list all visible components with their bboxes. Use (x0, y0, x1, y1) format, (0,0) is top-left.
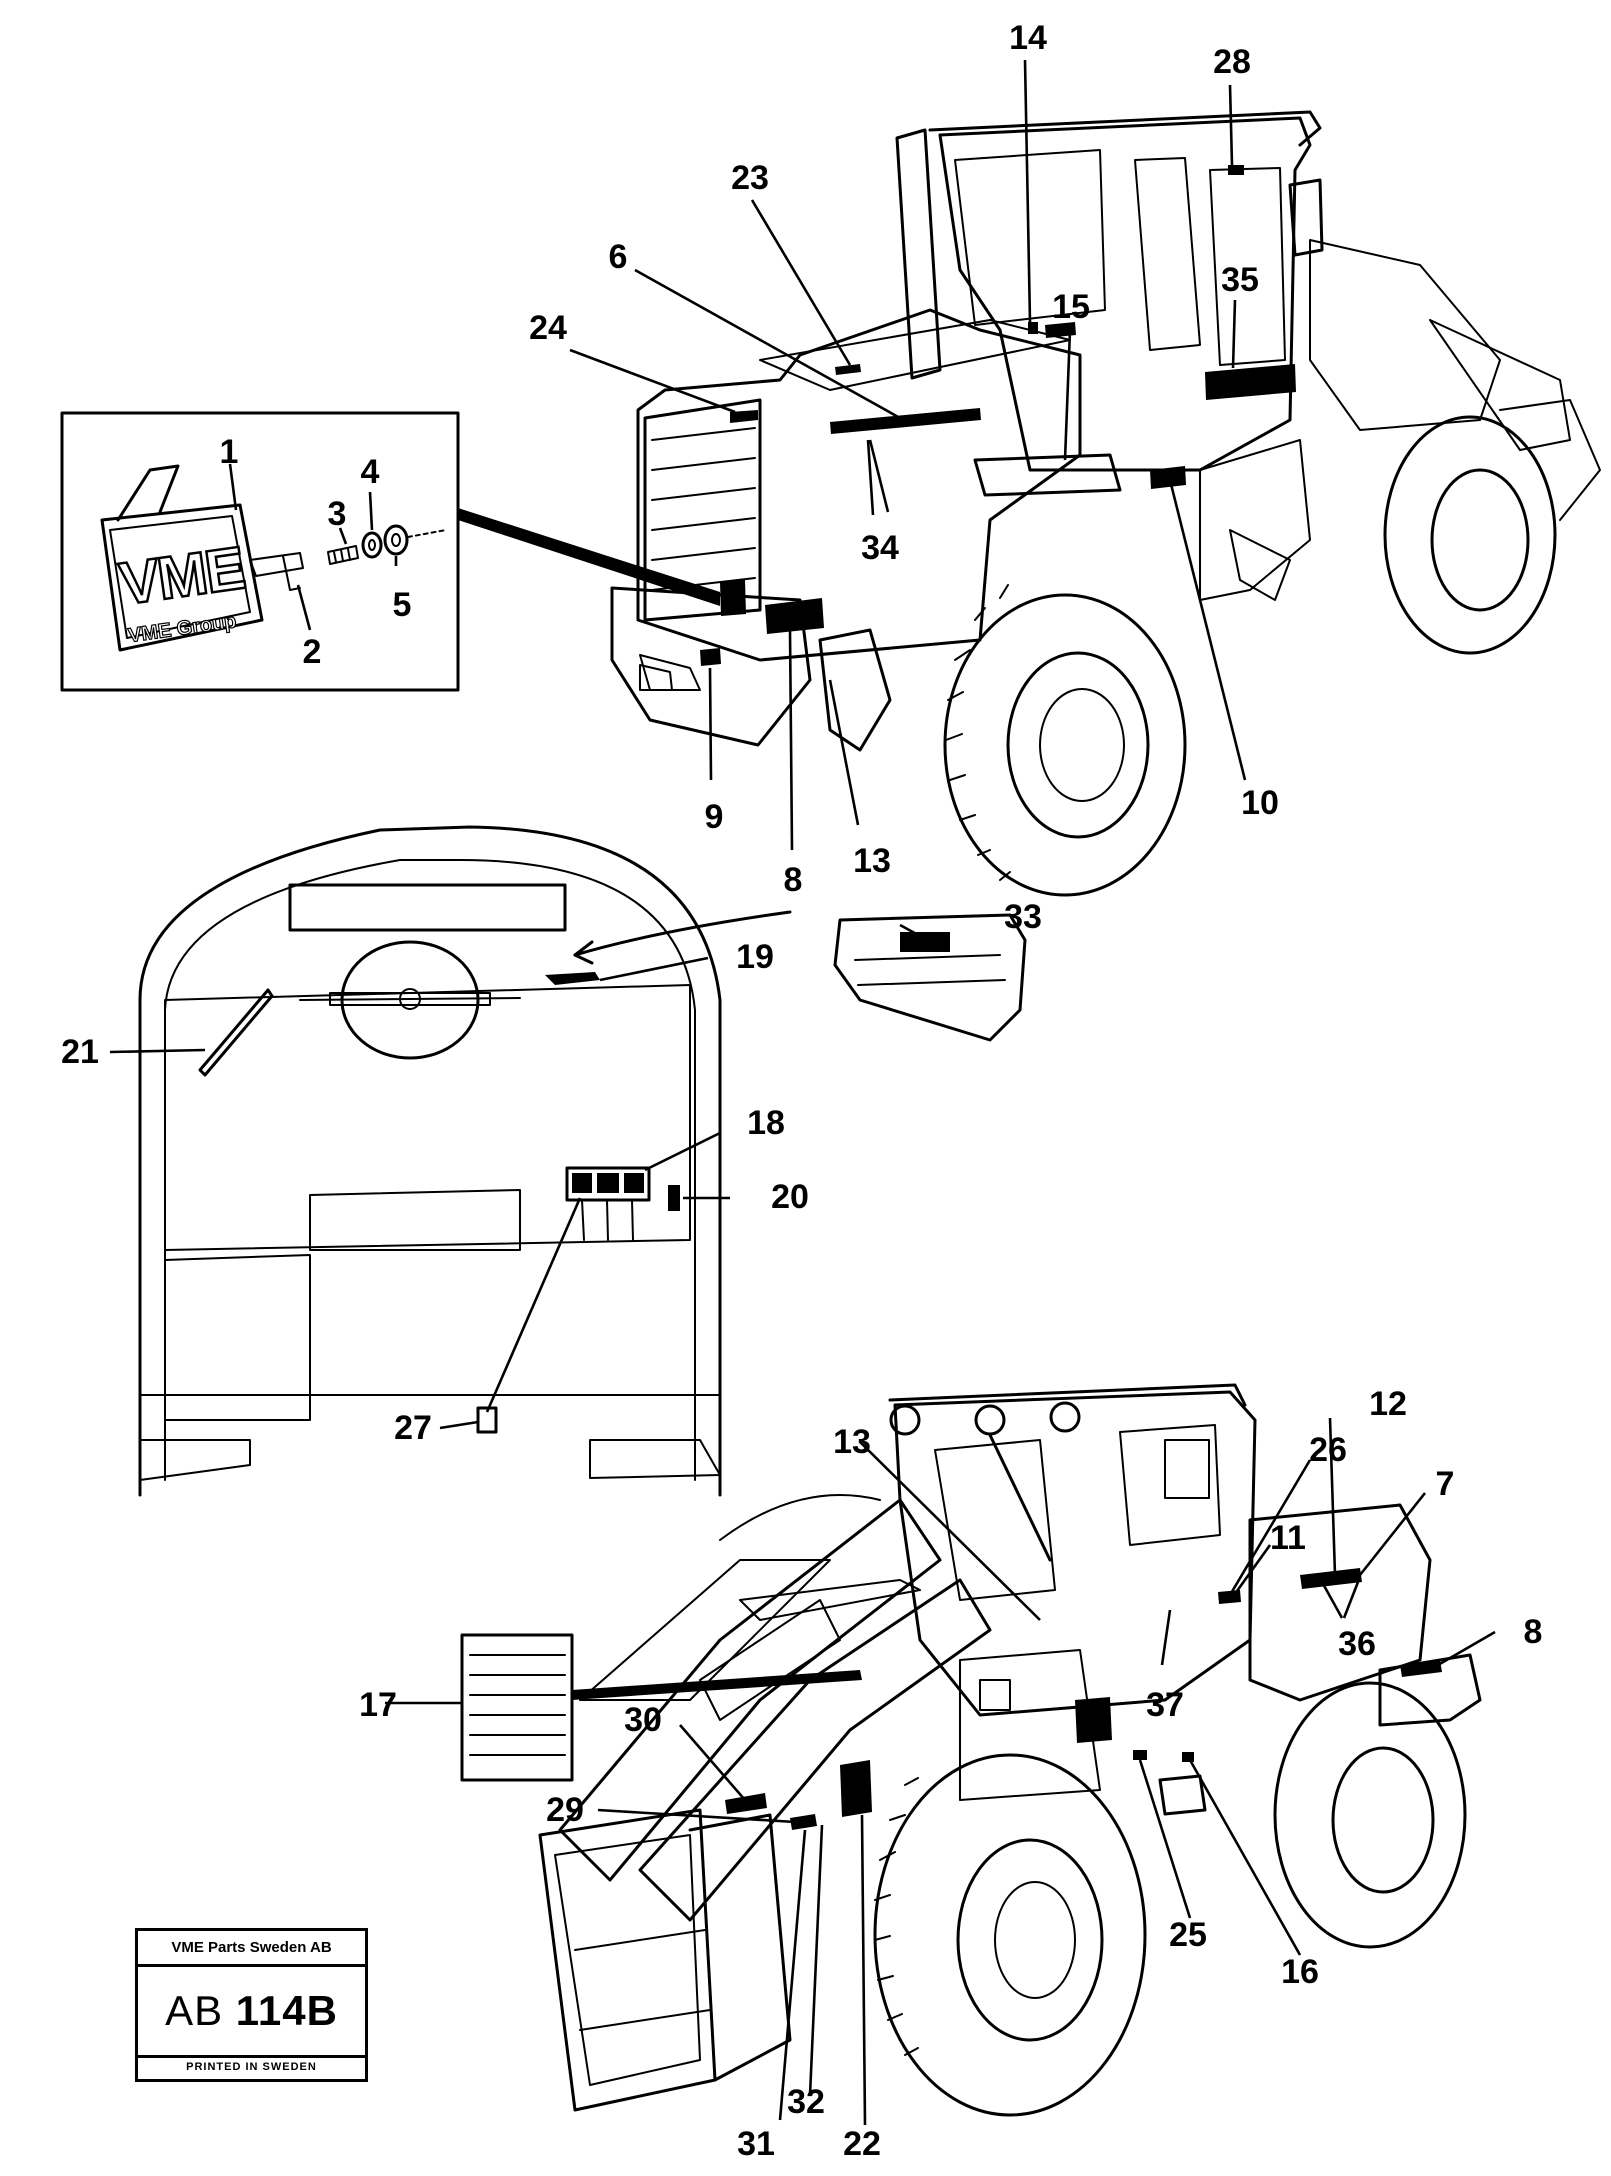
decal-22 (840, 1760, 872, 1817)
callout-12: 12 (1369, 1385, 1407, 1423)
callout-11: 11 (1270, 1519, 1306, 1557)
callout-3: 3 (327, 495, 347, 533)
callout-17: 17 (359, 1686, 397, 1724)
callout-2: 2 (302, 633, 322, 671)
callout-35: 35 (1221, 261, 1259, 299)
callout-32: 32 (787, 2083, 825, 2121)
svg-text:VME Group: VME Group (127, 610, 238, 647)
decal-20 (668, 1185, 680, 1211)
callout-34: 34 (861, 529, 899, 567)
decal-6 (830, 408, 981, 434)
svg-text:VME: VME (115, 534, 247, 618)
loader-front-view (385, 1383, 1496, 2126)
decal-37-block (1075, 1697, 1112, 1743)
vme-logo-lettering: VME VME Group (114, 533, 249, 648)
decal-24 (730, 410, 758, 423)
cab-interior-view (109, 825, 1027, 1497)
decal-23 (835, 364, 861, 375)
callout-14: 14 (1009, 19, 1047, 57)
callout-33: 33 (1004, 898, 1042, 936)
callout-21: 21 (61, 1033, 99, 1071)
callout-7: 7 (1435, 1465, 1455, 1503)
decal-29 (790, 1814, 817, 1830)
callout-30: 30 (624, 1701, 662, 1739)
reference-code-suffix: B (306, 1987, 338, 2034)
reference-code: AB 114B (138, 1967, 365, 2058)
callout-19: 19 (736, 938, 774, 976)
decal-25 (1133, 1750, 1147, 1760)
callout-23: 23 (731, 159, 769, 197)
decal-28 (1228, 165, 1244, 175)
reference-code-number: 114 (235, 1987, 307, 2034)
callout-13-top: 13 (853, 842, 891, 880)
inset-connector (458, 508, 720, 606)
decal-27 (476, 1406, 498, 1434)
decal-30 (725, 1793, 767, 1814)
callout-24: 24 (529, 309, 567, 347)
callout-5: 5 (392, 586, 412, 624)
decal-7 (1300, 1568, 1362, 1589)
decal-8-bottom (1400, 1660, 1442, 1677)
decal-15 (1045, 322, 1076, 338)
callout-13-bottom: 13 (833, 1423, 871, 1461)
decal-17-card (460, 1633, 574, 1782)
callout-6: 6 (608, 238, 628, 276)
callout-27: 27 (394, 1409, 432, 1447)
callout-4: 4 (360, 453, 380, 491)
reference-company: VME Parts Sweden AB (138, 1931, 365, 1967)
decal-14 (1028, 322, 1038, 334)
reference-code-prefix: AB (165, 1987, 224, 2034)
callout-15: 15 (1052, 288, 1090, 326)
decal-17-connector (572, 1670, 862, 1700)
decal-33 (900, 932, 950, 952)
reference-box: VME Parts Sweden AB AB 114B PRINTED IN S… (135, 1928, 368, 2082)
callout-29: 29 (546, 1791, 584, 1829)
callout-36: 36 (1338, 1625, 1376, 1663)
decal-35 (1205, 364, 1296, 400)
callout-18: 18 (747, 1104, 785, 1142)
callout-16: 16 (1281, 1953, 1319, 1991)
callout-10: 10 (1241, 784, 1279, 822)
decal-9 (700, 648, 721, 666)
callout-25: 25 (1169, 1916, 1207, 1954)
callout-1: 1 (219, 433, 239, 471)
callout-20: 20 (771, 1178, 809, 1216)
decal-9-11 (720, 580, 746, 616)
reference-printed: PRINTED IN SWEDEN (186, 2061, 317, 2073)
emblem-inset: VME VME Group (60, 411, 460, 692)
callout-22: 22 (843, 2125, 881, 2163)
callout-26: 26 (1309, 1431, 1347, 1469)
callout-8-bottom: 8 (1523, 1613, 1543, 1651)
callout-28: 28 (1213, 43, 1251, 81)
loader-rear-view (569, 59, 1601, 897)
decal-10 (1150, 466, 1186, 489)
callout-31: 31 (737, 2125, 775, 2163)
callout-37: 37 (1146, 1686, 1184, 1724)
decal-16 (1182, 1752, 1194, 1762)
decal-8 (765, 598, 824, 634)
callout-8-top: 8 (783, 861, 803, 899)
callout-9: 9 (704, 798, 724, 836)
